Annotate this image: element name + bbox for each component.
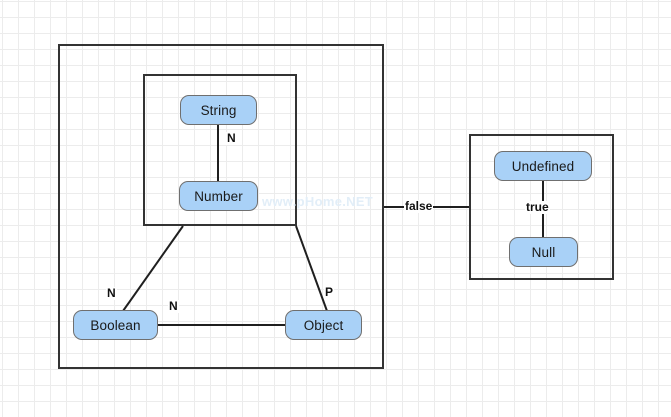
group-box-outer-left [58,44,384,369]
node-object[interactable]: Object [285,310,362,340]
node-undefined[interactable]: Undefined [494,151,592,181]
edge-label-boolean-object: N [168,299,179,313]
edge-line-innerbox-object [295,225,328,312]
edge-label-innerbox-boolean: N [106,286,117,300]
node-string-label: String [200,102,237,118]
group-box-inner-left [143,74,297,226]
node-null[interactable]: Null [509,237,578,267]
node-number[interactable]: Number [179,181,258,211]
edge-label-left-right-group: false [404,199,434,213]
node-boolean[interactable]: Boolean [73,310,158,340]
node-string[interactable]: String [180,95,257,125]
node-object-label: Object [303,317,344,333]
edge-line-innerbox-boolean [122,225,184,312]
edge-label-string-number: N [226,131,237,145]
edge-label-undefined-null: true [525,200,550,214]
node-boolean-label: Boolean [90,317,141,333]
edge-label-innerbox-object: P [324,285,335,299]
node-null-label: Null [531,244,556,260]
node-undefined-label: Undefined [511,158,575,174]
node-number-label: Number [194,188,243,204]
group-box-right [469,134,614,280]
